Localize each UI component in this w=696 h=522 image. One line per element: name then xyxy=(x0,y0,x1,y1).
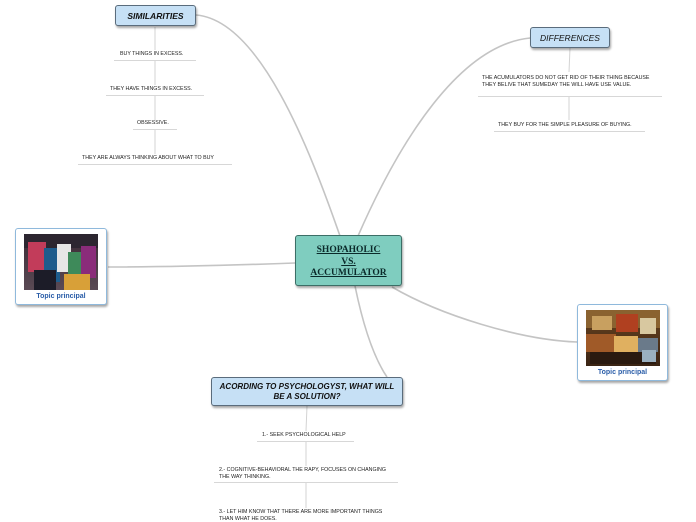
diff-branch-line xyxy=(568,47,571,120)
psychologist-topic[interactable]: ACORDING TO PSYCHOLOGYST, WHAT WILL BE A… xyxy=(211,377,403,406)
differences-topic[interactable]: DIFFERENCES xyxy=(530,27,610,48)
link-central-differences xyxy=(357,37,531,237)
similarities-item-underline xyxy=(114,60,196,61)
link-central-similarities xyxy=(195,14,341,237)
similarities-item-underline xyxy=(106,95,204,96)
similarities-title: SIMILARITIES xyxy=(127,11,184,21)
differences-item-underline xyxy=(494,131,645,132)
link-central-topic-right xyxy=(391,286,578,343)
similarities-item-underline xyxy=(133,129,177,130)
differences-item[interactable]: THE ACUMULATORS DO NOT GET RID OF THEIR … xyxy=(482,75,650,88)
psychologist-title: ACORDING TO PSYCHOLOGYST, WHAT WILL BE A… xyxy=(219,382,395,401)
psychologist-item[interactable]: 2.- COGNITIVE-BEHAVIORAL THE RAPY, FOCUS… xyxy=(219,467,386,480)
similarities-topic[interactable]: SIMILARITIES xyxy=(115,5,196,26)
topic-left[interactable]: Topic principal xyxy=(15,228,107,305)
cluttered-room-photo xyxy=(585,310,660,366)
topic-left-label: Topic principal xyxy=(36,293,86,300)
link-central-topic-left xyxy=(107,262,296,268)
similarities-item-underline xyxy=(78,164,232,165)
similarities-item[interactable]: THEY HAVE THINGS IN EXCESS. xyxy=(110,86,193,92)
psy-branch-line xyxy=(305,405,308,508)
psychologist-item[interactable]: 3.- LET HIM KNOW THAT THERE ARE MORE IMP… xyxy=(219,509,383,522)
central-topic-line-1: SHOPAHOLIC xyxy=(316,245,381,255)
differences-title: DIFFERENCES xyxy=(540,33,600,43)
differences-item-underline xyxy=(478,96,662,97)
differences-item[interactable]: THEY BUY FOR THE SIMPLE PLEASURE OF BUYI… xyxy=(498,122,632,128)
psychologist-item-underline xyxy=(214,482,398,483)
similarities-item[interactable]: OBSESSIVE. xyxy=(137,120,169,126)
similarities-item[interactable]: BUY THINGS IN EXCESS. xyxy=(120,51,184,57)
similarities-item[interactable]: THEY ARE ALWAYS THINKING ABOUT WHAT TO B… xyxy=(82,155,214,161)
psychologist-item-underline xyxy=(257,441,354,442)
psychologist-item[interactable]: 1.- SEEK PSYCHOLOGICAL HELP xyxy=(262,432,346,438)
topic-right-label: Topic principal xyxy=(597,369,648,376)
central-topic-line-2: VS. xyxy=(341,256,356,267)
shopping-bags-photo xyxy=(24,234,98,290)
topic-right[interactable]: Topic principal xyxy=(577,304,668,381)
central-topic[interactable]: SHOPAHOLIC VS. ACCUMULATOR xyxy=(295,235,402,286)
link-central-psychologist xyxy=(354,285,388,378)
central-topic-line-3: ACCUMULATOR xyxy=(310,268,387,278)
